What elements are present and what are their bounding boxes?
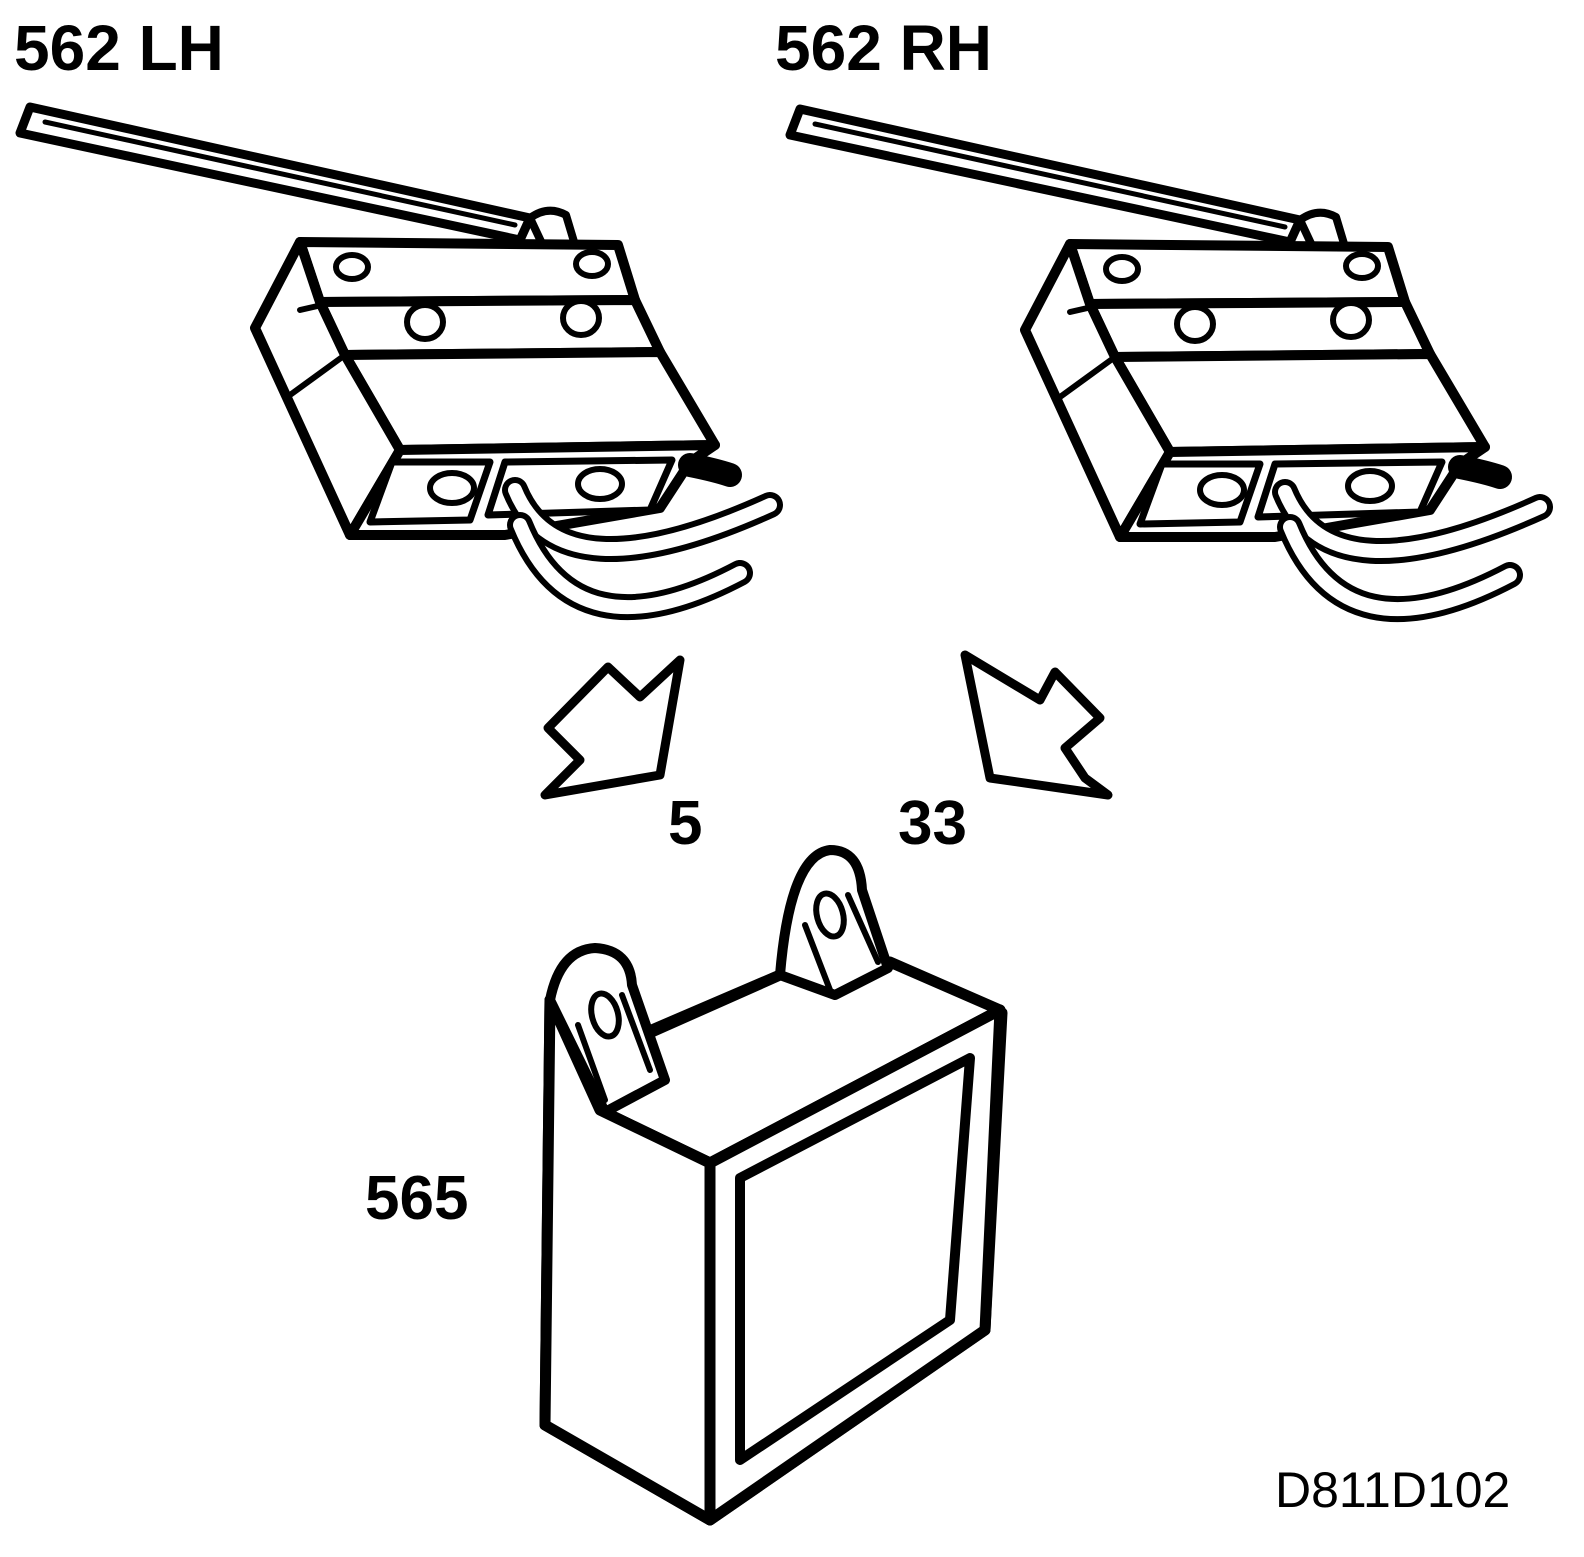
- switch-left-label: 562 LH: [14, 12, 224, 84]
- switch-right-label: 562 RH: [775, 12, 992, 84]
- relay-icon: [539, 845, 1008, 1526]
- drawing-code: D811D102: [1275, 1462, 1511, 1518]
- arrow-left-icon: [540, 655, 685, 800]
- relay-reference: 565: [365, 1164, 469, 1233]
- microswitch-left-icon: [20, 107, 770, 607]
- arrow-right-icon: [960, 650, 1113, 800]
- arrow-left-reference: 5: [668, 789, 703, 858]
- microswitch-right-icon: [790, 109, 1540, 609]
- arrow-right-reference: 33: [898, 789, 967, 858]
